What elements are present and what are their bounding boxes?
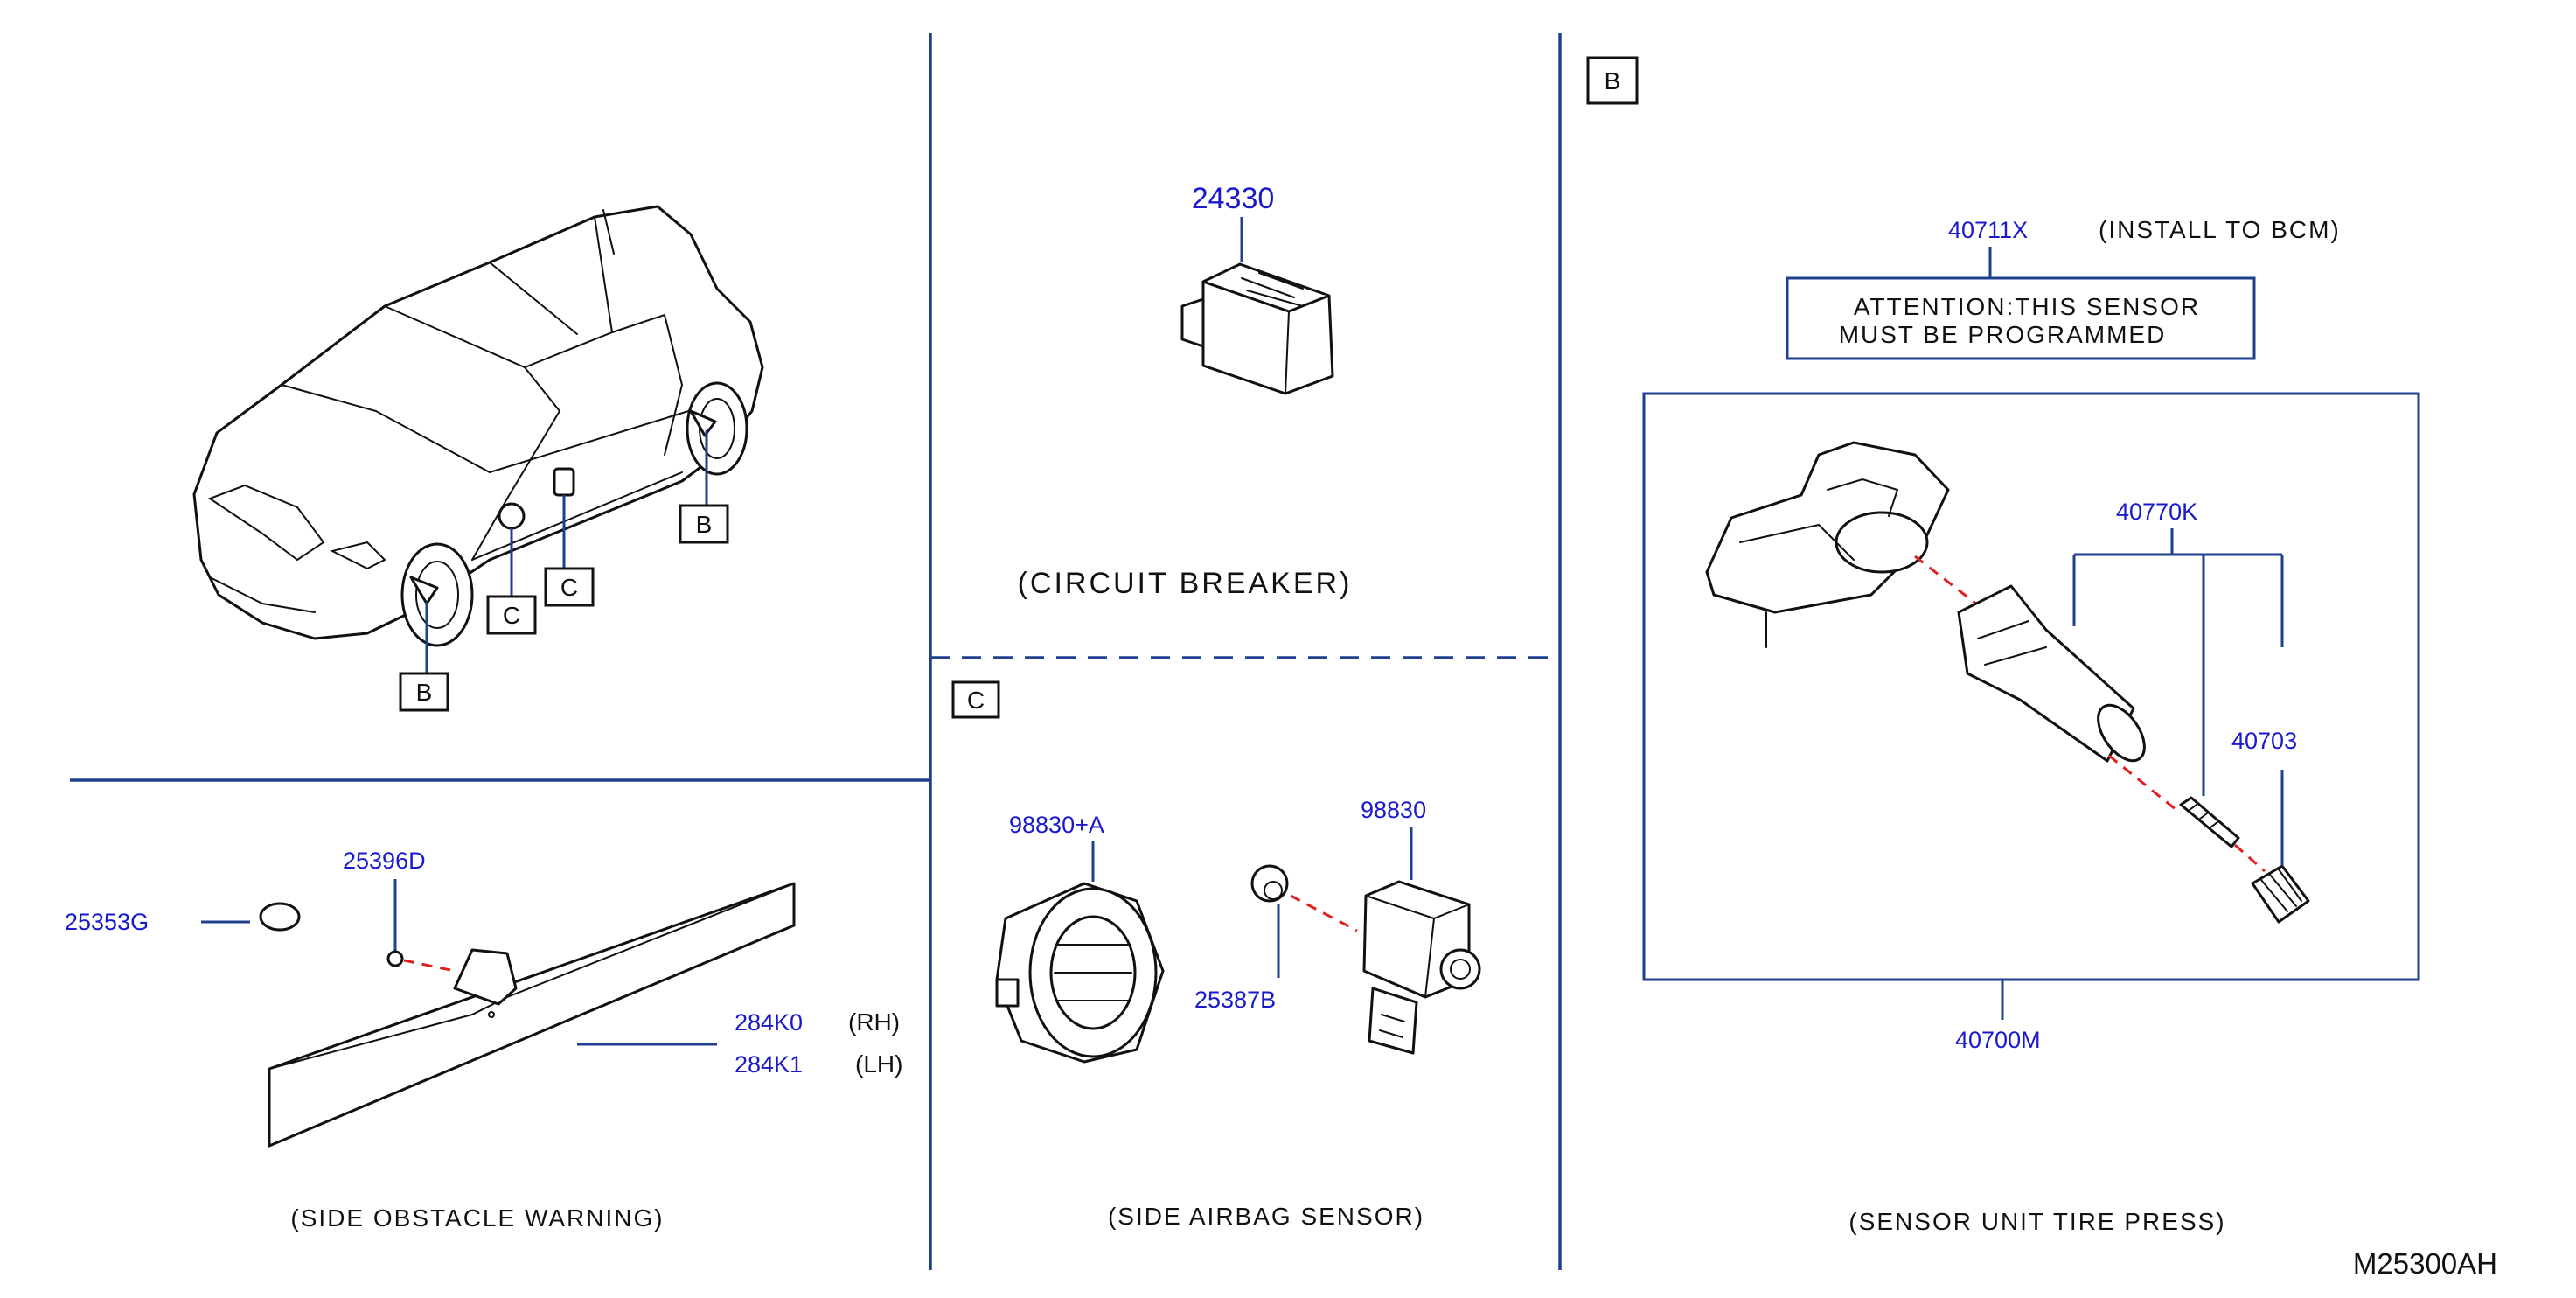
part-number-40770K[interactable]: 40770K: [2116, 499, 2197, 525]
vehicle-callouts: B B C C: [399, 430, 729, 712]
tire-pressure-panel: B 40711X (INSTALL TO BCM) ATTENTION:THIS…: [1586, 56, 2420, 1235]
part-number-40700M[interactable]: 40700M: [1955, 1027, 2041, 1053]
part-number-25396D[interactable]: 25396D: [343, 848, 426, 874]
diagram-code: M25300AH: [2353, 1247, 2497, 1280]
part-number-284K0[interactable]: 284K0: [735, 1009, 803, 1036]
side-obstacle-sensor-bracket: [268, 882, 796, 1148]
install-note: (INSTALL TO BCM): [2099, 216, 2341, 243]
side-airbag-panel: C 98830+A 25387B 98830 (SIDE AIRBAG SENS…: [951, 680, 1481, 1230]
tag-c-box: [951, 680, 1000, 719]
callout-b-rear-label: B: [696, 511, 713, 538]
caption-circuit-breaker: (CIRCUIT BREAKER): [1018, 567, 1353, 600]
callout-c-upper[interactable]: [544, 567, 595, 607]
valve-stem-illustration: [2179, 796, 2240, 848]
caption-side-obstacle: (SIDE OBSTACLE WARNING): [290, 1204, 664, 1232]
tag-c-label: C: [967, 687, 985, 714]
callout-c-upper-label: C: [560, 574, 578, 601]
airbag-sensor-round-illustration: [995, 882, 1165, 1064]
callout-c-lower[interactable]: [486, 595, 537, 635]
tag-b-label: B: [1605, 67, 1621, 94]
tag-b-box: [1586, 56, 1639, 105]
part-number-40711X[interactable]: 40711X: [1948, 217, 2028, 243]
grommet-25387B-icon: [1250, 864, 1289, 903]
screw-icon: [386, 950, 404, 967]
part-number-25387B[interactable]: 25387B: [1194, 987, 1276, 1013]
sensor-assembly-frame: [1642, 392, 2420, 981]
part-number-284K1[interactable]: 284K1: [735, 1051, 803, 1078]
caption-tire-pressure: (SENSOR UNIT TIRE PRESS): [1848, 1208, 2225, 1235]
part-number-25353G[interactable]: 25353G: [65, 909, 149, 935]
attention-line-2: MUST BE PROGRAMMED: [1839, 321, 2167, 348]
attention-line-1: ATTENTION:THIS SENSOR: [1854, 293, 2200, 320]
circuit-breaker-panel: 24330 (CIRCUIT BREAKER): [1018, 182, 1353, 600]
callout-c-lower-label: C: [503, 602, 520, 629]
valve-cap-illustration: [2251, 864, 2310, 924]
part-number-98830[interactable]: 98830: [1361, 797, 1426, 823]
callout-b-front-label: B: [416, 679, 433, 706]
side-label-rh: (RH): [848, 1008, 900, 1036]
callout-b-front[interactable]: [399, 672, 449, 712]
airbag-sensor-box-illustration: [1362, 880, 1481, 1055]
part-number-98830-A[interactable]: 98830+A: [1009, 812, 1104, 838]
tire-sensor-housing-illustration: [1705, 441, 1950, 648]
vehicle-illustration: [192, 205, 764, 647]
tire-sensor-body-illustration: [1957, 584, 2146, 763]
panel-dividers: [70, 33, 1562, 1270]
circuit-breaker-illustration: [1180, 262, 1334, 395]
part-number-40703[interactable]: 40703: [2231, 728, 2297, 754]
attention-box: [1786, 276, 2256, 360]
side-label-lh: (LH): [855, 1050, 902, 1078]
side-obstacle-panel: 25353G 25396D 284K0 (RH) 284K1 (LH) (SID…: [65, 848, 902, 1232]
part-number-24330[interactable]: 24330: [1192, 182, 1275, 215]
callout-b-rear[interactable]: [679, 504, 729, 544]
caption-side-airbag: (SIDE AIRBAG SENSOR): [1108, 1203, 1424, 1230]
grommet-icon: [259, 902, 301, 932]
